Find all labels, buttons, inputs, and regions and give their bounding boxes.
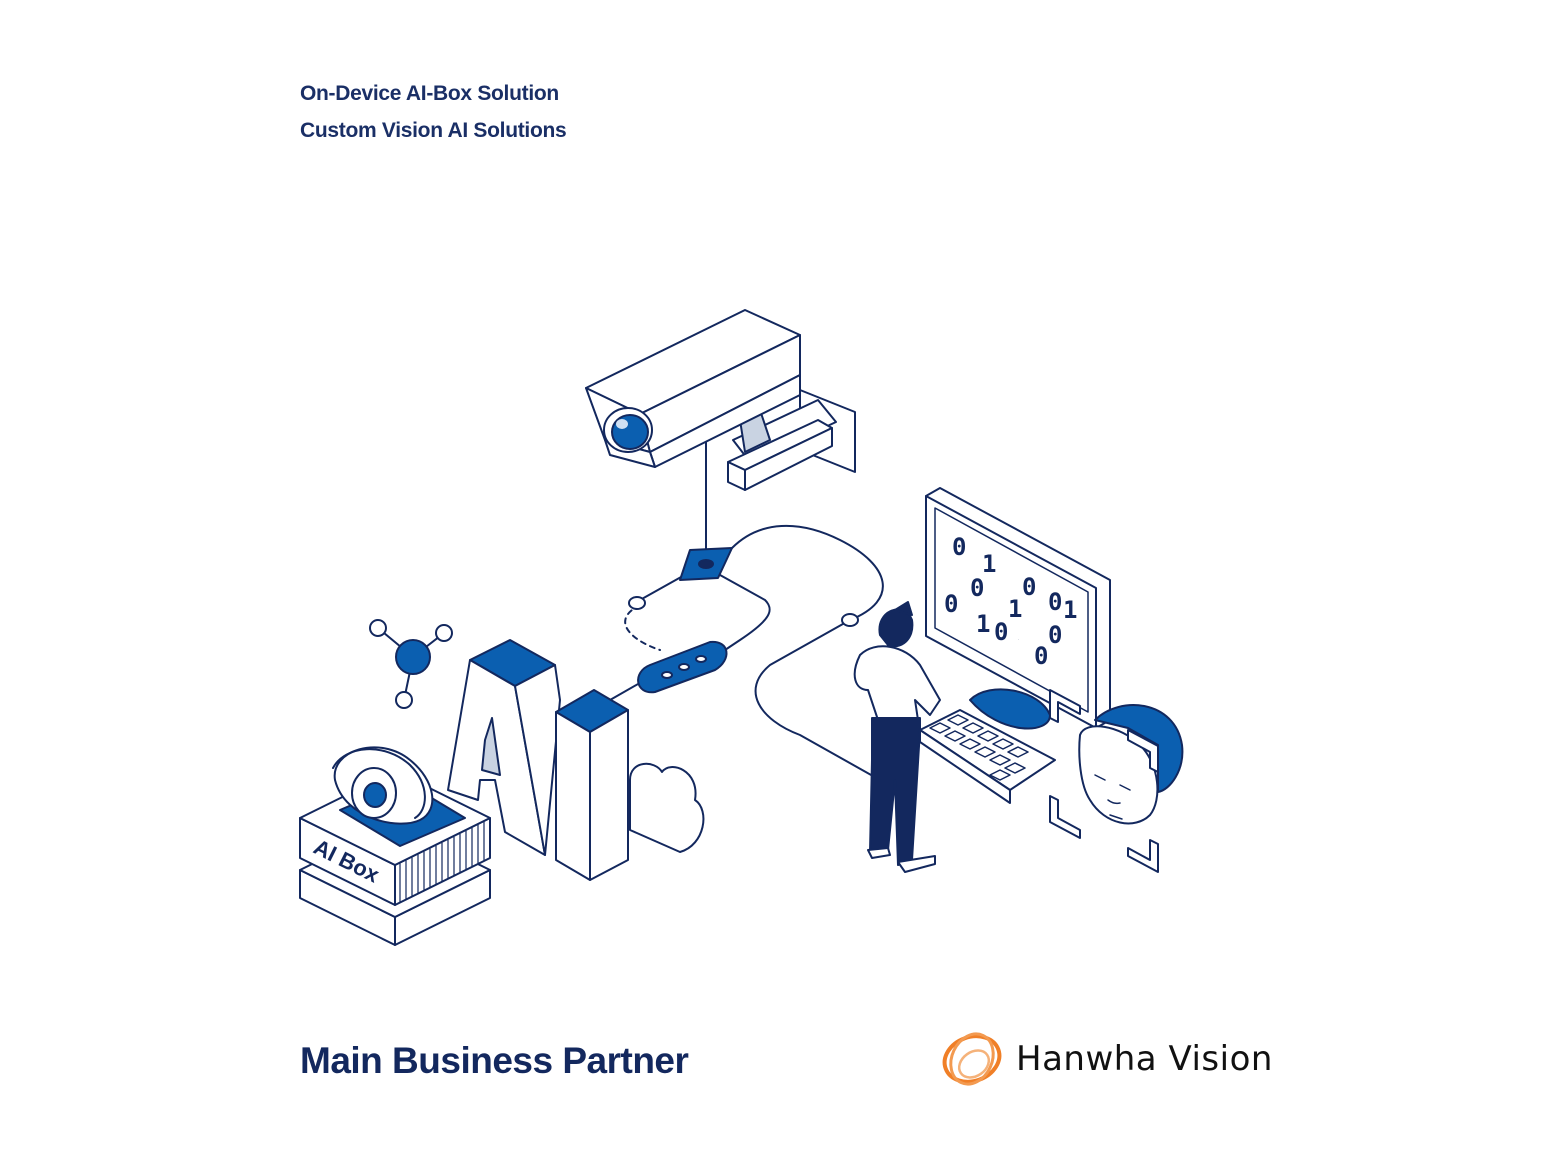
partner-label: Main Business Partner: [300, 1040, 689, 1081]
binary-digit: 0: [1022, 573, 1036, 601]
person-figure-icon: [853, 601, 941, 873]
subtitle-line-1: On-Device AI-Box Solution: [300, 82, 559, 105]
binary-digit: 0: [1018, 639, 1019, 641]
keyboard-icon: [919, 709, 1056, 804]
brand-name: Hanwha Vision: [1016, 1039, 1273, 1079]
eye-icon: [332, 746, 434, 825]
hanwha-logo-icon: [942, 1032, 1002, 1086]
binary-digit: 1: [982, 550, 996, 578]
binary-digit: 0: [944, 590, 958, 618]
cable-node: [628, 596, 646, 610]
face-scan-icon: [1049, 689, 1184, 873]
binary-code-display: 0 1 0 0 1 0 1 0 0 1 0 0 0: [944, 533, 1077, 670]
binary-digit: 1: [1008, 595, 1022, 623]
binary-digit: 0: [970, 574, 984, 602]
ai-letters-icon: [447, 639, 629, 881]
binary-digit: 1: [976, 610, 990, 638]
binary-digit: 0: [1034, 642, 1048, 670]
cctv-camera-icon: [585, 309, 856, 491]
network-node-icon: [369, 619, 453, 709]
binary-digit: 0: [1048, 621, 1062, 649]
cable-node: [841, 613, 859, 627]
binary-digit: 0: [1048, 588, 1062, 616]
binary-digit: 1: [1063, 596, 1077, 624]
monitor-icon: [925, 487, 1111, 730]
binary-digit: 0: [994, 618, 1008, 646]
ai-box-icon: [299, 770, 491, 946]
connector-capsule-icon: [637, 640, 728, 694]
cloud-icon: [629, 762, 705, 853]
ai-letters-text: AI: [0, 0, 2, 1]
binary-digit: 0: [952, 533, 966, 561]
hanwha-vision-logo: Hanwha Vision: [936, 1026, 1273, 1092]
subtitle-line-2: Custom Vision AI Solutions: [300, 119, 567, 142]
